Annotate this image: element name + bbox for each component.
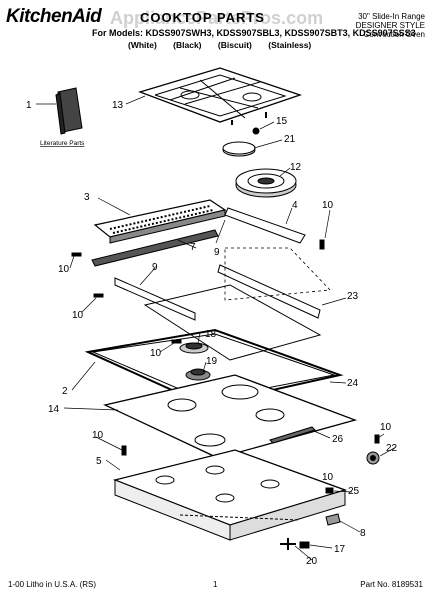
callout-1: 1 — [26, 100, 32, 111]
valve-bracket — [325, 513, 341, 526]
finish-black: (Black) — [173, 40, 202, 50]
callout-2: 2 — [62, 386, 68, 397]
watermark-text: AppliancePartsPros.com — [110, 8, 324, 28]
callout-18: 18 — [205, 329, 217, 340]
range-line-1: 30" Slide-In Range — [358, 12, 425, 21]
callout-15: 15 — [276, 116, 288, 127]
callout-4: 4 — [292, 200, 298, 211]
orifice-holder — [299, 541, 310, 549]
callout-10: 10 — [380, 422, 392, 433]
callout-10: 10 — [72, 310, 84, 321]
callout-numbers: 1 13 15 21 12 3 4 10 9 7 10 9 10 23 18 1… — [26, 100, 398, 567]
range-line-3: Convection Oven — [363, 30, 425, 39]
side-trim-right — [224, 207, 306, 244]
gasket-frame — [84, 328, 344, 407]
range-description: 30" Slide-In Range DESIGNER STYLE Convec… — [356, 12, 425, 39]
gasket-frame-inner — [91, 333, 336, 401]
control-panel — [93, 199, 227, 244]
callout-14: 14 — [48, 404, 60, 415]
callout-9: 9 — [152, 262, 158, 273]
cooktop-base-pan — [112, 449, 348, 541]
callout-3: 3 — [84, 192, 90, 203]
callout-9: 9 — [214, 247, 220, 258]
frame-upper — [143, 284, 322, 361]
callout-10: 10 — [92, 430, 104, 441]
models-line: For Models: KDSS907SWH3, KDSS907SBL3, KD… — [92, 28, 416, 38]
screw-right — [374, 434, 380, 444]
callout-17: 17 — [334, 544, 346, 555]
callout-24: 24 — [347, 378, 359, 389]
finish-stainless: (Stainless) — [268, 40, 312, 50]
burner-cap — [222, 141, 256, 157]
screws-group — [71, 239, 325, 456]
grommet — [252, 127, 260, 135]
page-title: COOKTOP PARTS — [140, 10, 265, 25]
callout-13: 13 — [112, 100, 124, 111]
igniter-switch — [366, 451, 380, 465]
callout-21: 21 — [284, 134, 296, 145]
callout-19: 19 — [206, 356, 218, 367]
spring-clip — [325, 487, 334, 494]
footer-litho: 1-00 Litho in U.S.A. (RS) — [8, 580, 97, 589]
burner-head — [235, 168, 297, 198]
callout-10: 10 — [58, 264, 70, 275]
finish-white: (White) — [128, 40, 157, 50]
literature-booklet — [55, 87, 83, 135]
literature-parts-label: Literature Parts — [40, 140, 85, 147]
orifice-assembly — [179, 342, 209, 354]
callout-22: 22 — [386, 443, 398, 454]
trim-strip — [269, 426, 316, 444]
brand-logo: KitchenAid — [6, 6, 102, 27]
burner-base — [185, 368, 211, 381]
leader-lines — [36, 95, 397, 561]
callout-12: 12 — [290, 162, 302, 173]
footer-part-number: Part No. 8189531 — [360, 580, 423, 589]
range-line-2: DESIGNER STYLE — [355, 21, 425, 30]
exploded-parts-diagram: Literature Parts 1 13 15 21 12 3 4 10 9 … — [26, 67, 398, 567]
finish-biscuit: (Biscuit) — [217, 40, 252, 50]
callout-8: 8 — [360, 528, 366, 539]
side-trim-rear — [217, 264, 321, 319]
finishes-row: (White) (Black) (Biscuit) (Stainless) — [128, 40, 325, 50]
callout-10: 10 — [322, 200, 334, 211]
electrode — [280, 538, 296, 550]
callout-10: 10 — [150, 348, 162, 359]
burner-grate — [137, 67, 303, 125]
callout-25: 25 — [348, 486, 360, 497]
side-bracket-left — [114, 277, 196, 321]
callout-7: 7 — [190, 242, 196, 253]
footer-page-number: 1 — [213, 580, 218, 589]
callout-26: 26 — [332, 434, 344, 445]
callout-10: 10 — [322, 472, 334, 483]
front-trim — [91, 229, 219, 267]
callout-20: 20 — [306, 556, 318, 567]
assembly-outline — [224, 247, 331, 301]
callout-5: 5 — [96, 456, 102, 467]
callout-23: 23 — [347, 291, 359, 302]
glass-cooktop — [103, 374, 358, 459]
